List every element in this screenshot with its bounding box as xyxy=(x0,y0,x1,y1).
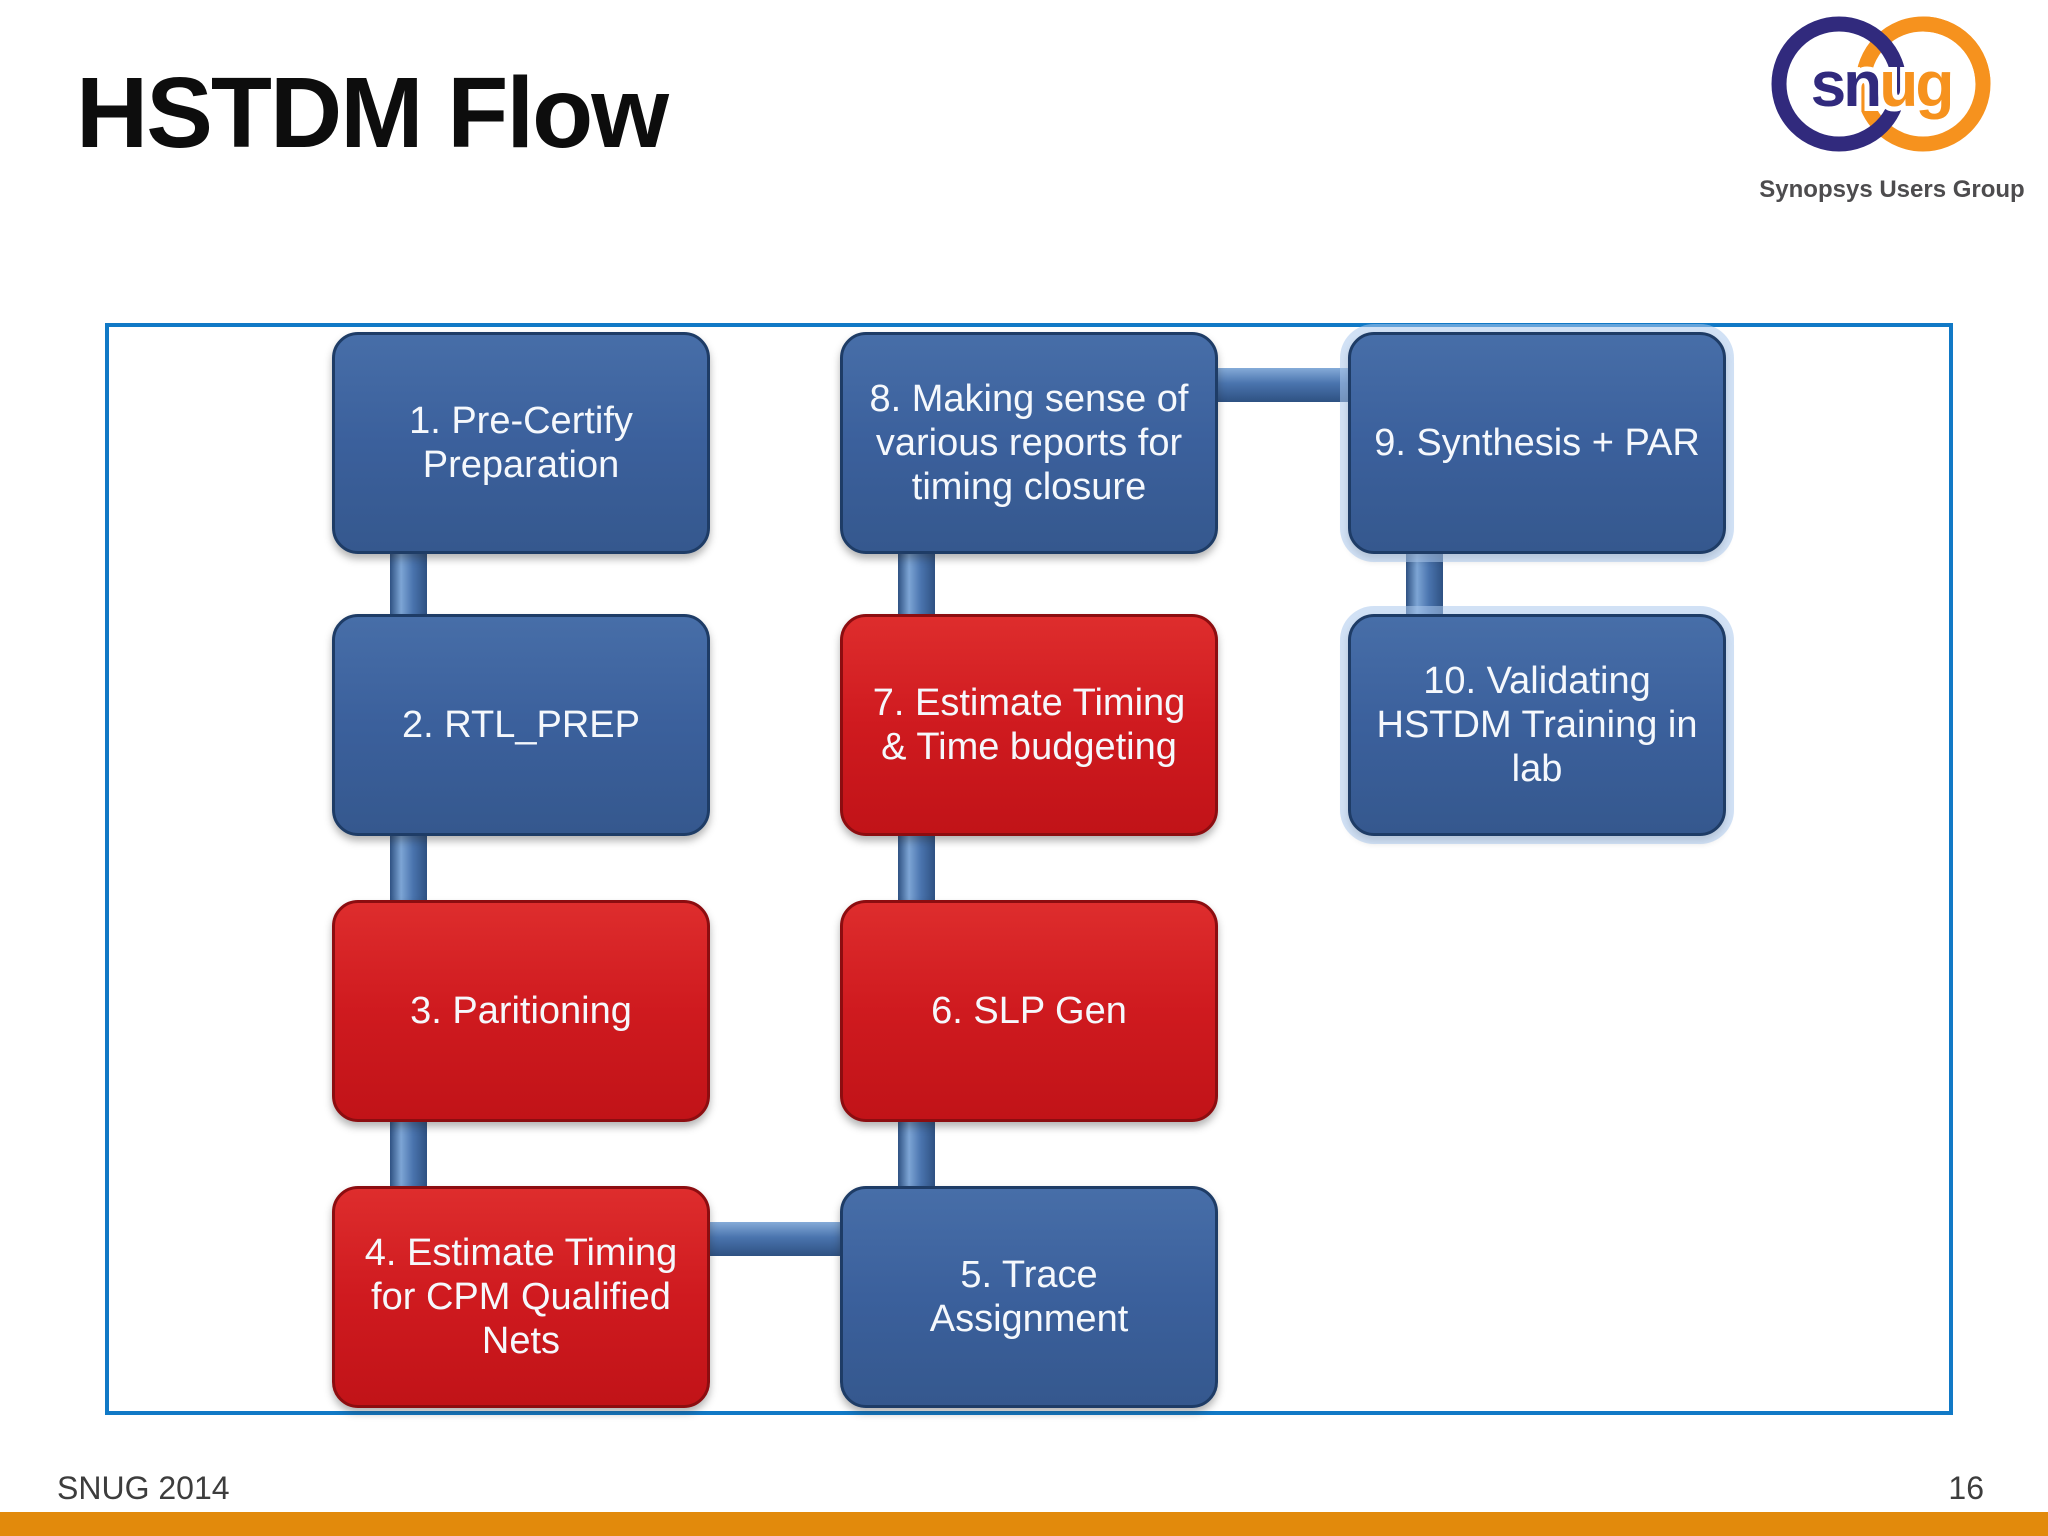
flow-node-7: 7. Estimate Timing & Time budgeting xyxy=(840,614,1218,836)
flow-node-label: 4. Estimate Timing for CPM Qualified Net… xyxy=(364,1231,678,1363)
flow-node-label: 10. Validating HSTDM Training in lab xyxy=(1376,659,1698,791)
flow-node-label: 7. Estimate Timing & Time budgeting xyxy=(872,681,1186,768)
connector-3-4 xyxy=(390,1110,427,1198)
flow-node-10: 10. Validating HSTDM Training in lab xyxy=(1348,614,1726,836)
flow-node-6: 6. SLP Gen xyxy=(840,900,1218,1122)
flow-node-2: 2. RTL_PREP xyxy=(332,614,710,836)
flowchart-frame xyxy=(105,323,1953,1415)
flow-node-4: 4. Estimate Timing for CPM Qualified Net… xyxy=(332,1186,710,1408)
flow-node-3: 3. Paritioning xyxy=(332,900,710,1122)
flow-node-label: 2. RTL_PREP xyxy=(402,703,640,746)
connector-8-9 xyxy=(1206,368,1360,402)
snug-logo: snug Synopsys Users Group xyxy=(1750,4,2034,204)
flow-node-label: 6. SLP Gen xyxy=(931,989,1127,1032)
flow-node-label: 1. Pre-Certify Preparation xyxy=(409,399,633,486)
logo-caption: Synopsys Users Group xyxy=(1759,176,2025,203)
connector-1-2 xyxy=(390,542,427,626)
flow-node-label: 3. Paritioning xyxy=(410,989,632,1032)
footer-conference: SNUG 2014 xyxy=(57,1470,230,1506)
flow-node-8: 8. Making sense of various reports for t… xyxy=(840,332,1218,554)
flow-node-label: 5. Trace Assignment xyxy=(929,1253,1129,1340)
logo-text-sn: sn xyxy=(1811,48,1880,120)
connector-4-5 xyxy=(698,1222,852,1256)
connector-5-6 xyxy=(898,1110,935,1198)
connector-2-3 xyxy=(390,824,427,912)
slide-title: HSTDM Flow xyxy=(76,57,669,169)
svg-text:snug: snug xyxy=(1811,48,1952,120)
flow-node-label: 9. Synthesis + PAR xyxy=(1374,421,1700,464)
connector-7-8 xyxy=(898,542,935,626)
flow-node-9: 9. Synthesis + PAR xyxy=(1348,332,1726,554)
page-number: 16 xyxy=(1948,1470,1984,1506)
logo-text-ug: ug xyxy=(1879,48,1951,120)
snug-logo-icon: snug xyxy=(1771,16,1991,152)
connector-9-10 xyxy=(1406,542,1443,626)
bottom-accent-bar xyxy=(0,1512,2048,1536)
connector-6-7 xyxy=(898,824,935,912)
flow-node-5: 5. Trace Assignment xyxy=(840,1186,1218,1408)
flow-node-label: 8. Making sense of various reports for t… xyxy=(869,377,1189,509)
flow-node-1: 1. Pre-Certify Preparation xyxy=(332,332,710,554)
